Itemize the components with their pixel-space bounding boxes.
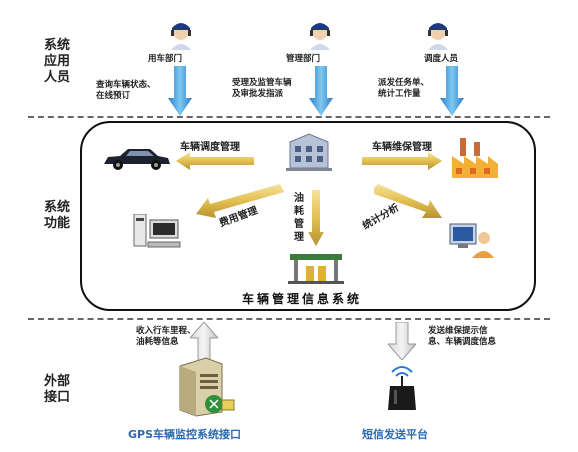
gps-interface-label: GPS车辆监控系统接口 [128,428,242,441]
diagonal-arrow-down-left-icon [196,184,284,218]
car-icon [104,149,170,170]
sms-desc: 发送维保提示信 息、车辆调度信息 [428,326,497,347]
role-desc-management-dept: 受理及监管车辆 及审批发指派 [232,78,292,99]
system-function-box [80,121,536,311]
router-icon [388,366,416,410]
right-arrow-icon [362,152,442,170]
user-monitor-icon [449,223,494,258]
person-headset-icon [171,23,191,50]
role-name-vehicle-dept: 用车部门 [148,54,183,64]
separator-bottom [28,318,550,320]
down-arrow-icon [168,66,192,116]
sms-platform-label: 短信发送平台 [362,428,428,441]
role-desc-dispatcher: 派发任务单、 统计工作量 [378,78,430,99]
server-icon [179,357,235,417]
down-arrow-icon [440,66,464,116]
section-label-functions: 系统 功能 [44,200,71,231]
person-headset-icon [310,23,330,50]
section-label-personnel: 系统 应用 人员 [44,38,71,85]
role-desc-vehicle-dept: 查询车辆状态、 在线预订 [96,80,156,101]
down-arrow-icon [309,66,333,116]
function-dispatch-label: 车辆调度管理 [180,142,240,153]
role-name-dispatcher: 调度人员 [424,54,459,64]
system-title: 车辆管理信息系统 [242,292,363,306]
building-icon [286,133,332,171]
down-arrow-icon [308,190,324,246]
diagonal-arrow-down-right-icon [374,184,442,218]
section-label-interfaces: 外部 接口 [44,374,71,405]
gps-desc: 收入行车里程、 油耗等信息 [136,326,196,347]
left-arrow-icon [176,152,254,170]
function-fuel-label: 油耗管理 [294,193,304,243]
gas-station-icon [288,254,344,284]
up-arrow-icon [190,322,218,360]
separator-top [28,116,550,118]
down-arrow-icon [388,322,416,360]
computer-icon [133,214,181,248]
function-maintenance-label: 车辆维保管理 [372,142,432,153]
factory-icon [452,138,498,178]
role-name-management-dept: 管理部门 [286,54,321,64]
person-headset-icon [428,23,448,50]
